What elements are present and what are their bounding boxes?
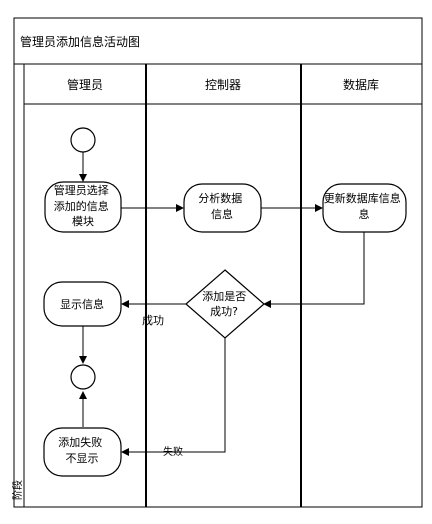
lane-header-database: 数据库 xyxy=(343,77,379,92)
stage-label: 阶段 xyxy=(11,480,24,500)
edge-label-fail: 失败 xyxy=(163,445,183,458)
flow-update-to-decision xyxy=(263,232,365,308)
lane-header-admin: 管理员 xyxy=(67,77,103,92)
activity-update-database-label: 更新数据库信息 息 xyxy=(324,191,405,221)
initial-node xyxy=(70,127,96,153)
activity-analyze-data-label: 分析数据 信息 xyxy=(198,191,246,221)
activity-analyze-data xyxy=(183,183,262,233)
activity-show-info-label: 显示信息 xyxy=(60,297,104,311)
final-node xyxy=(70,364,96,390)
activity-fail-hide xyxy=(43,427,122,477)
flow-decision-to-fail xyxy=(121,338,226,456)
diagram-frame xyxy=(13,17,423,508)
activity-show-info xyxy=(43,281,122,327)
activity-update-database xyxy=(322,183,407,233)
decision-add-success xyxy=(185,269,265,339)
lane-header-controller: 控制器 xyxy=(205,78,241,92)
activity-select-module xyxy=(44,181,122,233)
decision-add-success-label: 添加是否 成功? xyxy=(202,289,250,318)
activity-fail-hide-label: 添加失败 不显示 xyxy=(58,435,106,465)
activity-select-module-label: 管理员选择 添加的信息 模块 xyxy=(54,183,113,228)
edge-label-success: 成功 xyxy=(142,314,164,327)
diagram-title: 管理员添加信息活动图 xyxy=(20,34,140,49)
